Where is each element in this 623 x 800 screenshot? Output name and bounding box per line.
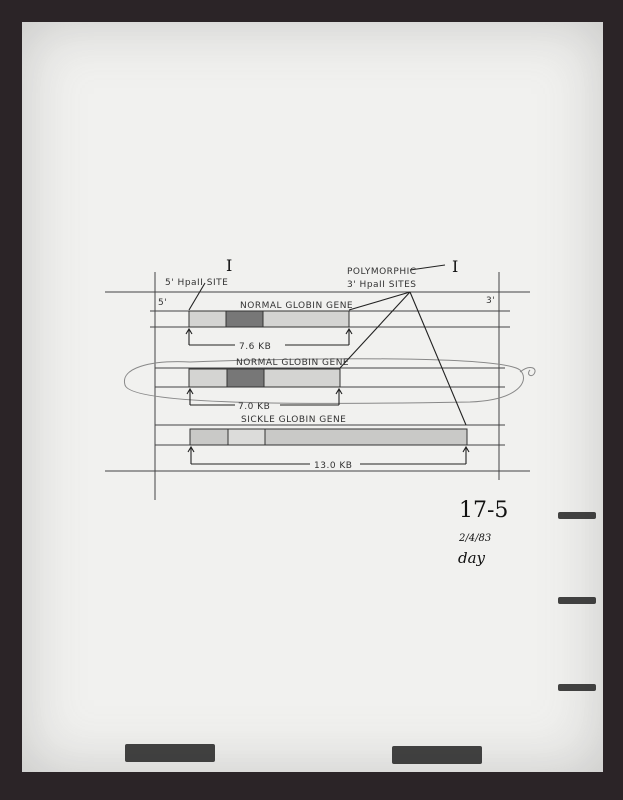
circled-region: [124, 358, 524, 404]
row1-size: 7.6 KB: [239, 342, 271, 352]
right-site-mark: I: [452, 257, 458, 276]
row2-label: NORMAL GLOBIN GENE: [236, 358, 349, 368]
scanned-page: [22, 22, 603, 772]
circled-region-tail: [519, 367, 536, 377]
left-site-label: 5' HpaII SITE: [165, 278, 228, 288]
row3-label: SICKLE GLOBIN GENE: [241, 415, 346, 425]
three-prime-label: 3': [486, 296, 495, 306]
gene-exon: [225, 310, 264, 328]
tape-mark: [558, 597, 596, 604]
gene-exon: [227, 428, 266, 446]
polymorphic-label: POLYMORPHIC: [347, 267, 417, 277]
five-prime-label: 5': [158, 298, 167, 308]
gene-box-normal-1: [188, 310, 350, 328]
left-site-mark: I: [226, 256, 232, 275]
page-number-handwritten: 17-5: [459, 498, 508, 523]
tape-mark: [392, 746, 482, 764]
row3-size: 13.0 KB: [314, 461, 352, 471]
tape-mark: [125, 744, 215, 762]
initials-handwritten: day: [458, 549, 486, 567]
row1-label: NORMAL GLOBIN GENE: [240, 301, 353, 311]
tape-mark: [558, 512, 596, 519]
gene-exon: [226, 368, 265, 388]
date-handwritten: 2/4/83: [458, 533, 491, 544]
polymorphic-sites-label: 3' HpaII SITES: [347, 280, 417, 290]
row2-size: 7.0 KB: [238, 402, 270, 412]
tape-mark: [558, 684, 596, 691]
